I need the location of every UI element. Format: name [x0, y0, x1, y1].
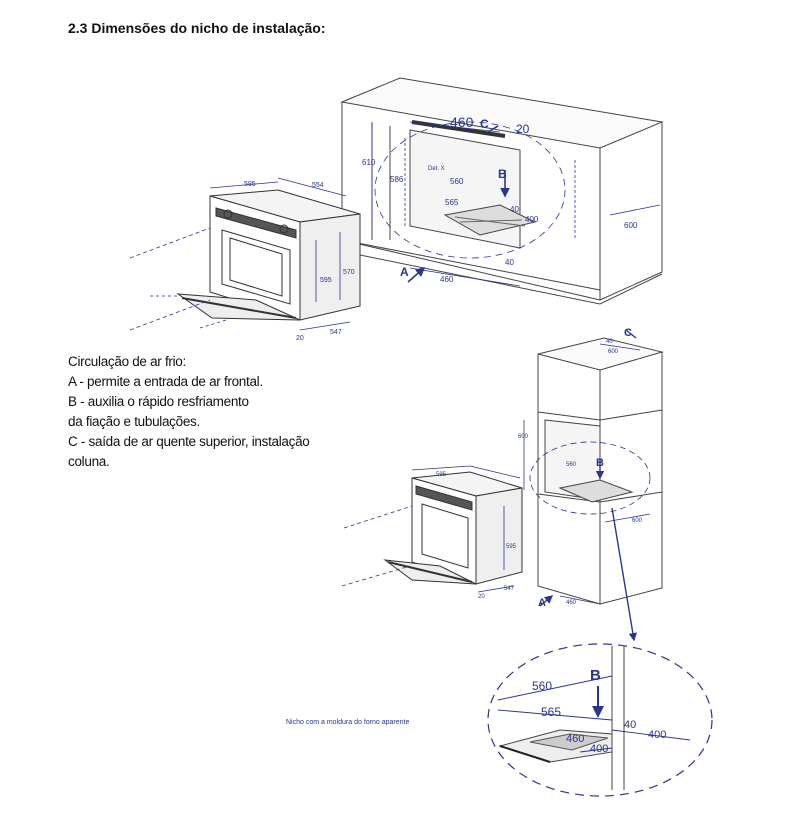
dim-400-detail: 400	[590, 743, 608, 755]
bottom-column-dims	[523, 329, 651, 642]
top-oven-labels: 595 554 595 570 20 547	[244, 181, 355, 342]
marker-b-detail: B	[590, 667, 601, 684]
dim-570: 570	[343, 269, 355, 276]
dim-40-detail: 40	[624, 719, 636, 731]
dim-595-b-height: 595	[506, 544, 517, 550]
dim-600-col-left: 600	[518, 434, 529, 440]
air-circulation-notes: Circulação de ar frio: A - permite a ent…	[68, 352, 310, 472]
dim-610: 610	[362, 158, 376, 167]
marker-c-col: C	[624, 327, 632, 339]
detail-labels: B 560 565 40 400 460 400 Nicho com a mol…	[286, 667, 666, 755]
dim-547: 547	[330, 329, 342, 336]
detail-caption: Nicho com a moldura do forno aparente	[286, 719, 409, 726]
dim-547-b: 547	[504, 586, 515, 592]
top-cabinet-labels: 460 20 610 586 560 565 40 400 460 40 600…	[362, 114, 638, 284]
marker-b-col: B	[596, 457, 604, 469]
dim-554: 554	[312, 182, 324, 189]
dim-586: 586	[390, 175, 404, 184]
note-line-b1: B - auxilia o rápido resfriamento	[68, 394, 249, 409]
marker-a-col: A	[538, 597, 546, 609]
dim-20-b: 20	[478, 594, 485, 600]
bottom-oven-dims	[341, 465, 521, 593]
dim-600-col-top: 600	[608, 349, 619, 355]
note-line-c1: C - saída de ar quente superior, instala…	[68, 434, 310, 449]
dim-400-top: 400	[525, 215, 539, 224]
dim-560-detail: 560	[532, 679, 552, 693]
note-line-a: A - permite a entrada de ar frontal.	[68, 374, 263, 389]
dim-560-col: 560	[566, 462, 577, 468]
dim-595-width: 595	[244, 181, 256, 188]
dim-460-top: 460	[450, 114, 474, 130]
dim-565-detail: 565	[541, 705, 561, 719]
dim-40-col: 40	[606, 339, 613, 345]
dim-460-col: 460	[566, 600, 577, 606]
notes-title: Circulação de ar frio:	[68, 354, 186, 369]
top-cabinet-drawing	[340, 77, 664, 305]
dim-600-top: 600	[624, 221, 638, 230]
detail-drawing	[487, 643, 713, 797]
bottom-column-drawing	[537, 337, 664, 605]
dim-595-b-width: 595	[436, 472, 447, 478]
note-line-c2: coluna.	[68, 454, 110, 469]
marker-b-top: B	[498, 167, 507, 181]
dim-600-col-right: 600	[632, 518, 643, 524]
top-oven-dims	[129, 177, 351, 331]
dim-400-detail-right: 400	[648, 729, 666, 741]
dim-565-top: 565	[445, 198, 459, 207]
note-line-b2: da fiação e tubulações.	[68, 414, 200, 429]
dim-560-top: 560	[450, 177, 464, 186]
top-oven-drawing	[176, 189, 361, 321]
dim-20-top: 20	[516, 122, 530, 136]
dim-40-top: 40	[510, 205, 519, 214]
top-cabinet-dims	[371, 121, 661, 287]
marker-c-top: C	[480, 117, 489, 131]
dim-40-bottom: 40	[505, 258, 514, 267]
detail-label: Det. X	[428, 166, 445, 172]
bottom-oven-drawing	[383, 471, 523, 585]
dim-460-bottom: 460	[440, 275, 454, 284]
dim-460-detail: 460	[566, 733, 584, 745]
section-heading: 2.3 Dimensões do nicho de instalação:	[68, 20, 326, 36]
dim-595-height: 595	[320, 277, 332, 284]
marker-a-top: A	[400, 265, 409, 279]
bottom-oven-labels: 595 595 20 547	[436, 472, 517, 600]
bottom-column-labels: 40 600 600 560 600 460 B C A	[518, 327, 643, 609]
dim-20-oven: 20	[296, 335, 304, 342]
